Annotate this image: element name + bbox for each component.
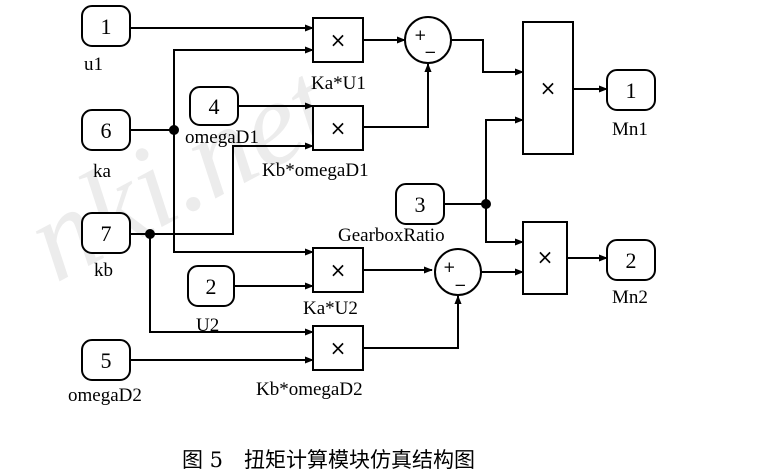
inport-omegad1[interactable]: 4 omegaD1 bbox=[185, 86, 259, 148]
minus-sign: − bbox=[424, 43, 437, 61]
wire-ka-to-product1 bbox=[173, 46, 314, 130]
product-ka-u2-label: Ka*U2 bbox=[303, 298, 358, 319]
multiply-icon: × bbox=[330, 116, 347, 140]
product-block-ka-u1[interactable]: × Ka*U1 bbox=[311, 17, 366, 94]
inport-u1[interactable]: 1 u1 bbox=[81, 5, 131, 75]
product-ka-u1-label: Ka*U1 bbox=[311, 73, 366, 94]
outport-mn2[interactable]: 2 Mn2 bbox=[606, 239, 656, 308]
wire-ka-to-product3 bbox=[173, 130, 314, 256]
wire-product2-to-sum1 bbox=[363, 63, 432, 128]
svg-text:1: 1 bbox=[101, 14, 112, 39]
outport-mn1-label: Mn1 bbox=[612, 119, 648, 140]
figure-caption: 图 5 扭矩计算模块仿真结构图 bbox=[182, 448, 475, 472]
inport-ka[interactable]: 6 ka bbox=[81, 109, 131, 182]
svg-text:2: 2 bbox=[626, 248, 637, 273]
multiply-icon: × bbox=[330, 28, 347, 52]
inport-omegad1-label: omegaD1 bbox=[185, 127, 259, 148]
sum-block-1[interactable]: + − bbox=[404, 16, 452, 64]
multiply-icon: × bbox=[330, 336, 347, 360]
junction-dot-ka bbox=[169, 125, 179, 135]
inport-u2[interactable]: 2 U2 bbox=[187, 265, 235, 336]
inport-omegad2[interactable]: 5 omegaD2 bbox=[68, 339, 142, 406]
svg-text:2: 2 bbox=[206, 274, 217, 299]
wire-product4-to-sum2 bbox=[363, 295, 462, 349]
inport-omegad2-label: omegaD2 bbox=[68, 385, 142, 406]
product-kb-omegad2-label: Kb*omegaD2 bbox=[256, 379, 363, 400]
wire-sum1-to-product5 bbox=[451, 39, 524, 76]
wire-kb-to-product4 bbox=[149, 234, 314, 336]
svg-text:1: 1 bbox=[626, 78, 637, 103]
svg-text:3: 3 bbox=[415, 192, 426, 217]
svg-text:7: 7 bbox=[101, 221, 112, 246]
minus-sign: − bbox=[454, 276, 467, 294]
multiply-icon: × bbox=[537, 245, 554, 269]
multiply-icon: × bbox=[330, 258, 347, 282]
inport-u1-label: u1 bbox=[84, 54, 103, 75]
product-block-ka-u2[interactable]: × Ka*U2 bbox=[303, 247, 364, 319]
junction-dot-kb bbox=[145, 229, 155, 239]
inport-u2-label: U2 bbox=[196, 315, 219, 336]
product-kb-omegad1-label: Kb*omegaD1 bbox=[262, 160, 369, 181]
inport-gearbox-ratio-label: GearboxRatio bbox=[338, 225, 445, 246]
product-block-kb-omegad1[interactable]: × Kb*omegaD1 bbox=[262, 105, 369, 181]
svg-text:5: 5 bbox=[101, 348, 112, 373]
multiply-icon: × bbox=[540, 76, 557, 100]
connections bbox=[130, 24, 608, 364]
svg-text:4: 4 bbox=[209, 94, 220, 119]
product-block-kb-omegad2[interactable]: × Kb*omegaD2 bbox=[256, 325, 364, 400]
sum-block-2[interactable]: + − bbox=[434, 248, 482, 296]
outport-mn2-label: Mn2 bbox=[612, 287, 648, 308]
wire-gearbox-to-product5 bbox=[485, 116, 524, 204]
plus-sign: + bbox=[443, 258, 456, 276]
outport-mn1[interactable]: 1 Mn1 bbox=[606, 69, 656, 140]
wire-gearbox-to-product6 bbox=[485, 204, 524, 246]
plus-sign: + bbox=[414, 26, 427, 44]
wire-kb-to-product2 bbox=[150, 142, 314, 235]
product-block-mn1[interactable]: × bbox=[522, 21, 574, 155]
inport-ka-label: ka bbox=[93, 161, 112, 182]
inport-kb[interactable]: 7 kb bbox=[81, 212, 131, 281]
inport-gearbox-ratio[interactable]: 3 GearboxRatio bbox=[338, 183, 445, 246]
product-block-mn2[interactable]: × bbox=[522, 221, 568, 295]
svg-text:6: 6 bbox=[101, 118, 112, 143]
inport-kb-label: kb bbox=[94, 260, 113, 281]
junction-dot-gearbox bbox=[481, 199, 491, 209]
